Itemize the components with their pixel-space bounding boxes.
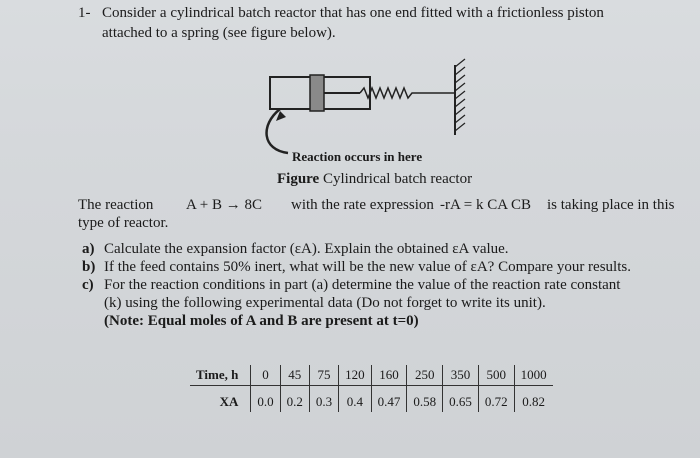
experimental-data-table: Time, h 0 45 75 120 160 250 350 500 1000…: [190, 365, 553, 412]
task-b-text: If the feed contains 50% inert, what wil…: [104, 259, 631, 275]
table-cell: 0.2: [279, 385, 310, 412]
task-c-label: c): [82, 277, 94, 293]
question-line-1: Consider a cylindrical batch reactor tha…: [102, 5, 604, 21]
table-cell: 350: [442, 365, 479, 386]
table-row-conversion: XA 0.0 0.2 0.3 0.4 0.47 0.58 0.65 0.72 0…: [190, 385, 553, 412]
table-cell: 1000: [513, 365, 553, 386]
rate-expression: -rA = k CA CB: [440, 197, 531, 213]
note: (Note: Equal moles of A and B are presen…: [104, 313, 419, 329]
table-cell: 0.65: [442, 385, 479, 412]
table-cell: 45: [279, 365, 310, 386]
table-cell: 75: [308, 365, 339, 386]
table-cell: 120: [338, 365, 372, 386]
reaction-intro: The reaction: [78, 197, 154, 213]
table-cell: 0.3: [308, 385, 339, 412]
table-cell: 250: [406, 365, 443, 386]
table-cell: 0.58: [406, 385, 443, 412]
row-label-time: Time, h: [190, 365, 251, 386]
figure-caption-text: Cylindrical batch reactor: [322, 171, 473, 187]
table-cell: 0.72: [477, 385, 515, 412]
task-c-text: For the reaction conditions in part (a) …: [104, 277, 621, 293]
table-cell: 500: [477, 365, 515, 386]
table-cell: 0: [250, 365, 281, 386]
spring: [359, 85, 455, 101]
task-c-line-2: (k) using the following experimental dat…: [104, 295, 546, 311]
table-cell: 0.82: [513, 385, 553, 412]
reaction-end: is taking place in this: [547, 197, 675, 213]
table-cell: 0.0: [250, 385, 281, 412]
task-a-label: a): [82, 241, 95, 257]
table-cell: 160: [370, 365, 407, 386]
figure-caption: Figure Cylindrical batch reactor: [277, 170, 472, 188]
reaction-line-2: type of reactor.: [78, 215, 169, 231]
question-number: 1-: [78, 5, 91, 21]
reaction-equation: A + B → 8C: [186, 197, 262, 213]
row-label-conversion: XA: [219, 394, 239, 409]
task-b-label: b): [82, 259, 96, 275]
reaction-middle: with the rate expression: [291, 197, 434, 213]
wall-hatching: [454, 58, 466, 132]
reactor-diagram: [265, 58, 466, 155]
table-row-time: Time, h 0 45 75 120 160 250 350 500 1000: [190, 365, 553, 386]
figure-caption-label: Figure: [277, 171, 320, 187]
question-line-2: attached to a spring (see figure below).: [102, 25, 336, 41]
annotation-arrow: [265, 108, 289, 155]
table-cell: 0.4: [338, 385, 372, 412]
figure-annotation: Reaction occurs in here: [292, 149, 423, 164]
piston: [309, 74, 325, 112]
table-cell: 0.47: [370, 385, 407, 412]
task-a-text: Calculate the expansion factor (εA). Exp…: [104, 241, 509, 257]
